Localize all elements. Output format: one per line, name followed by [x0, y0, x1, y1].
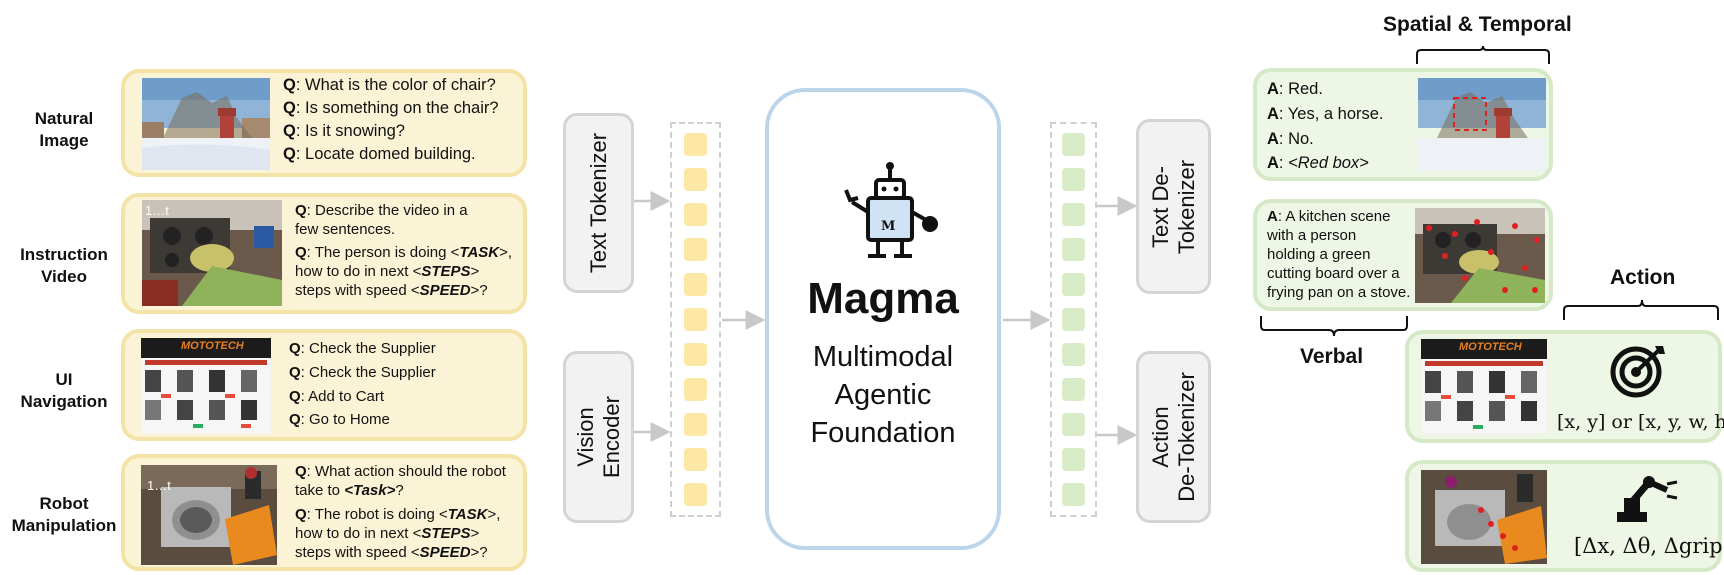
ui-brand-logo: MOTOTECH: [181, 340, 244, 352]
model-name: Magma: [807, 274, 959, 323]
robot-manipulation-panel: 1…t Q: What action should the robot take…: [121, 454, 527, 571]
output-token: [1062, 448, 1085, 471]
nat-question-2: Q: Is something on the chair?: [283, 99, 499, 117]
ui-screenshot: MOTOTECH: [141, 338, 271, 434]
robot-arm-icon: [1617, 476, 1678, 522]
robot-video-frame: [141, 465, 277, 565]
text-detokenizer-box: Text De- Tokenizer: [1136, 119, 1211, 294]
output-token: [1062, 203, 1085, 226]
natural-image-panel: Q: What is the color of chair? Q: Is som…: [121, 69, 527, 177]
nat-question-3: Q: Is it snowing?: [283, 122, 405, 140]
input-token: [684, 203, 707, 226]
model-badge: M: [881, 219, 896, 234]
output-token: [1062, 343, 1085, 366]
ui-question-4: Q: Go to Home: [289, 411, 390, 428]
target-icon: [1610, 346, 1665, 398]
ui-question-3: Q: Add to Cart: [289, 388, 385, 405]
instruction-video-frame: [142, 200, 282, 306]
answer-1: A: Red.: [1267, 80, 1323, 98]
ui-question-2: Q: Check the Supplier: [289, 364, 436, 381]
output-token: [1062, 308, 1085, 331]
answer-3: A: No.: [1267, 130, 1314, 148]
verbal-heading: Verbal: [1300, 345, 1364, 368]
output-token: [1062, 413, 1085, 436]
output-token: [1062, 273, 1085, 296]
output-token: [1062, 168, 1085, 191]
magma-model-box: M Magma Multimodal Agentic Foundation: [765, 88, 1001, 550]
spatial-answer-panel: A: Red. A: Yes, a horse. A: No. A: <Red …: [1253, 68, 1553, 181]
input-token: [684, 273, 707, 296]
answer-2: A: Yes, a horse.: [1267, 105, 1384, 123]
spatial-temporal-heading: Spatial & Temporal: [1383, 13, 1572, 36]
output-token-column: [1050, 122, 1097, 517]
input-token: [684, 413, 707, 436]
action-heading: Action: [1610, 266, 1676, 289]
spatial-output-photo: [1418, 78, 1546, 171]
model-desc-line-3: Foundation: [810, 417, 956, 449]
vision-encoder-box: Vision Encoder: [563, 351, 634, 523]
input-token: [684, 483, 707, 506]
input-token: [684, 448, 707, 471]
output-token: [1062, 238, 1085, 261]
action-detokenizer-box: Action De-Tokenizer: [1136, 351, 1211, 523]
ui-action-panel: MOTOTECH [x, y] or [x, y, w, h]: [1405, 330, 1724, 443]
input-token: [684, 378, 707, 401]
frame-index-label: 1…t: [145, 203, 169, 218]
ui-action-formula: [x, y] or [x, y, w, h]: [1557, 411, 1724, 433]
input-token: [684, 343, 707, 366]
ui-action-screenshot: MOTOTECH: [1421, 339, 1547, 434]
input-token: [684, 168, 707, 191]
robot-mascot-icon: [844, 162, 938, 258]
category-instruction-video: Instruction Video: [20, 245, 108, 286]
robot-action-formula: [Δx, Δθ, Δgrip]: [1574, 534, 1724, 558]
verbal-output-frame: [1415, 208, 1545, 303]
robot-frame-index-label: 1…t: [147, 478, 171, 493]
robot-question-2: Q: The robot is doing <TASK>, how to do …: [295, 506, 501, 561]
verbal-bracket: [1260, 316, 1408, 336]
model-desc-line-2: Agentic: [834, 379, 932, 411]
nat-question-4: Q: Locate domed building.: [283, 145, 476, 163]
nat-question-1: Q: What is the color of chair?: [283, 76, 496, 94]
ui-question-1: Q: Check the Supplier: [289, 340, 436, 357]
output-token: [1062, 483, 1085, 506]
category-ui-navigation: UI Navigation: [20, 370, 108, 411]
spatial-temporal-bracket: [1416, 46, 1550, 64]
verbal-answer-text: A: A kitchen scene with a person holding…: [1267, 208, 1411, 301]
input-token: [684, 133, 707, 156]
model-desc-line-1: Multimodal: [812, 341, 954, 373]
natural-image-photo: [142, 78, 270, 170]
output-token: [1062, 378, 1085, 401]
category-robot-manipulation: Robot Manipulation: [11, 494, 117, 535]
answer-4: A: <Red box>: [1267, 154, 1369, 172]
output-token: [1062, 133, 1085, 156]
robot-question-1: Q: What action should the robot take to …: [295, 463, 506, 499]
ui-action-brand-logo: MOTOTECH: [1459, 341, 1522, 353]
verbal-answer-panel: A: A kitchen scene with a person holding…: [1253, 199, 1553, 311]
input-token: [684, 308, 707, 331]
robot-action-panel: [Δx, Δθ, Δgrip]: [1405, 460, 1724, 572]
text-tokenizer-box: Text Tokenizer: [563, 113, 634, 293]
ui-navigation-panel: MOTOTECH Q: Check the Supplier Q: Check …: [121, 329, 527, 441]
video-question-1: Q: Describe the video in a few sentences…: [295, 202, 468, 238]
category-natural-image: Natural Image: [34, 109, 94, 150]
input-token: [684, 238, 707, 261]
action-bracket: [1563, 300, 1719, 320]
input-token-column: [670, 122, 721, 517]
robot-action-frame: [1421, 470, 1547, 564]
video-question-2: Q: The person is doing <TASK>, how to do…: [295, 244, 513, 299]
instruction-video-panel: 1…t Q: Describe the video in a few sente…: [121, 193, 527, 314]
